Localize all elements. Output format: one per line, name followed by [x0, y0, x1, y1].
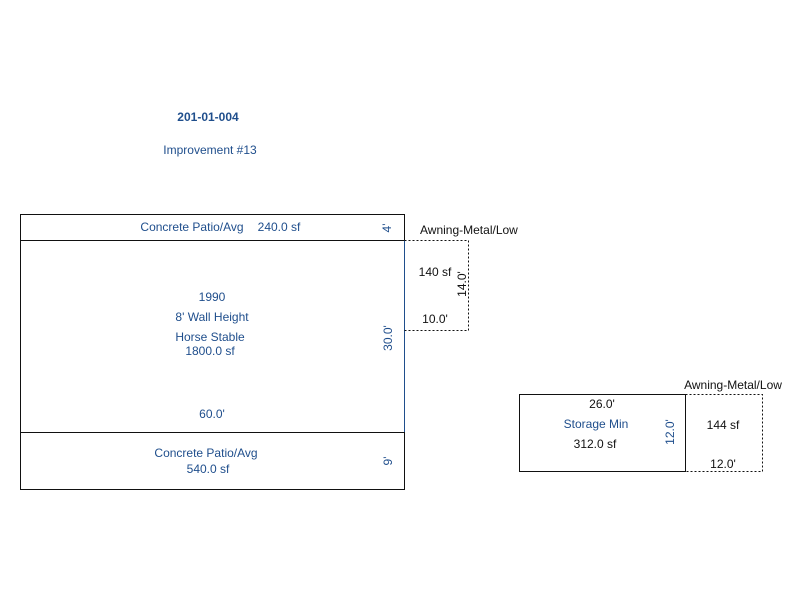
storage-width-dim: 26.0' — [589, 397, 615, 411]
bottom-patio-shape[interactable] — [20, 432, 405, 490]
awning-1-width-dim: 10.0' — [422, 312, 448, 326]
main-area: 1800.0 sf — [185, 344, 235, 358]
bottom-patio-area: 540.0 sf — [187, 462, 230, 476]
top-patio-area: 240.0 sf — [258, 220, 301, 234]
main-type: Horse Stable — [175, 330, 245, 344]
top-patio-label: Concrete Patio/Avg — [140, 220, 243, 234]
main-depth-dim: 30.0' — [381, 325, 395, 351]
main-year: 1990 — [199, 290, 226, 304]
bottom-patio-label: Concrete Patio/Avg — [154, 446, 257, 460]
awning-2-area: 144 sf — [707, 418, 740, 432]
parcel-id: 201-01-004 — [177, 110, 239, 124]
awning-1-shape[interactable] — [404, 240, 469, 331]
awning-1-depth-dim: 14.0' — [455, 271, 469, 297]
awning-2-label: Awning-Metal/Low — [684, 378, 782, 392]
bottom-patio-depth-dim: 9' — [381, 457, 395, 466]
main-wall-height: 8' Wall Height — [175, 310, 249, 324]
storage-area: 312.0 sf — [574, 437, 617, 451]
awning-2-width-dim: 12.0' — [710, 457, 736, 471]
improvement-number: Improvement #13 — [163, 143, 257, 157]
awning-1-area: 140 sf — [419, 265, 452, 279]
awning-2-shape[interactable] — [685, 394, 763, 472]
storage-depth-dim: 12.0' — [663, 419, 677, 445]
storage-label: Storage Min — [564, 417, 629, 431]
awning-1-label: Awning-Metal/Low — [420, 223, 518, 237]
main-width-dim: 60.0' — [199, 407, 225, 421]
top-patio-depth-dim: 4' — [380, 224, 394, 233]
storage-shape[interactable] — [519, 394, 686, 472]
